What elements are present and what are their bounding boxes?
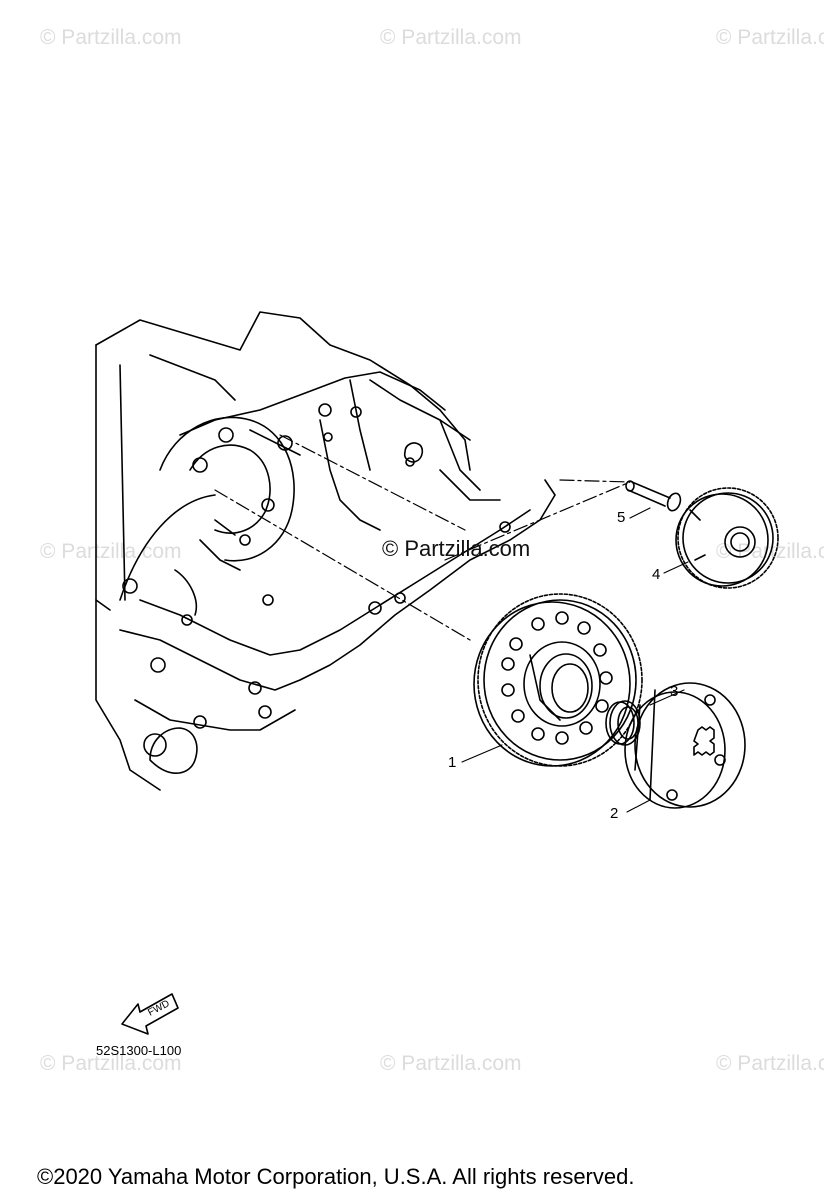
crankcase-housing <box>95 311 556 791</box>
fwd-arrow-icon <box>121 993 179 1035</box>
watermark: © Partzilla.com <box>40 26 182 49</box>
part-2-clutch-cover <box>624 682 746 809</box>
center-watermark: © Partzilla.com <box>382 536 531 561</box>
fwd-label: FWD <box>146 998 171 1018</box>
callout-3: 3 <box>670 683 679 700</box>
watermark: © Partzilla.com <box>716 26 824 49</box>
part-5-pin <box>625 480 682 512</box>
callout-4: 4 <box>652 566 661 583</box>
diagram-code: 52S1300-L100 <box>96 1043 182 1058</box>
watermark: © Partzilla.com <box>380 1052 522 1075</box>
watermark: © Partzilla.com <box>380 26 522 49</box>
callout-2: 2 <box>610 805 619 822</box>
part-4-idler-gear <box>675 487 779 589</box>
callout-1: 1 <box>448 754 457 771</box>
watermark: © Partzilla.com <box>40 1052 182 1075</box>
copyright-notice: ©2020 Yamaha Motor Corporation, U.S.A. A… <box>37 1164 635 1189</box>
watermark: © Partzilla.com <box>716 1052 824 1075</box>
alignment-lines <box>214 434 631 641</box>
part-1-starter-gear <box>473 593 643 767</box>
callout-5: 5 <box>617 509 626 526</box>
